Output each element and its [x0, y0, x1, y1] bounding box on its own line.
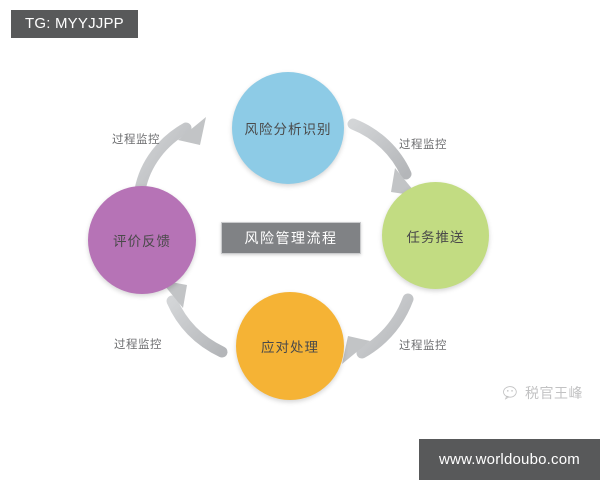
- node-label: 评价反馈: [113, 234, 171, 250]
- node-response-handling[interactable]: 应对处理: [236, 292, 344, 400]
- arrow-top-right: [347, 118, 418, 196]
- node-risk-analysis[interactable]: 风险分析识别: [232, 72, 344, 184]
- url-text: www.worldoubo.com: [439, 451, 580, 468]
- arrow-top-left: [134, 117, 206, 196]
- wechat-icon: [503, 385, 517, 400]
- watermark-text: 税官王峰: [525, 386, 583, 402]
- center-title-label: 风险管理流程: [244, 231, 338, 247]
- node-evaluation-feedback[interactable]: 评价反馈: [88, 186, 196, 294]
- edge-label-top-left: 过程监控: [112, 132, 160, 146]
- node-label: 风险分析识别: [244, 122, 332, 138]
- tg-badge: TG: MYYJJPP: [11, 10, 138, 38]
- wechat-watermark: 税官王峰: [503, 383, 583, 403]
- node-label: 应对处理: [261, 340, 319, 356]
- center-title-bar: 风险管理流程: [221, 222, 361, 254]
- node-task-push[interactable]: 任务推送: [382, 182, 489, 289]
- url-footer-bar: www.worldoubo.com: [419, 439, 600, 480]
- edge-label-bottom-right: 过程监控: [399, 338, 447, 352]
- arrow-bottom-right: [342, 293, 414, 364]
- arrow-bottom-left: [160, 280, 228, 358]
- edge-label-bottom-left: 过程监控: [114, 337, 162, 351]
- node-label: 任务推送: [406, 229, 465, 246]
- edge-label-top-right: 过程监控: [399, 137, 447, 151]
